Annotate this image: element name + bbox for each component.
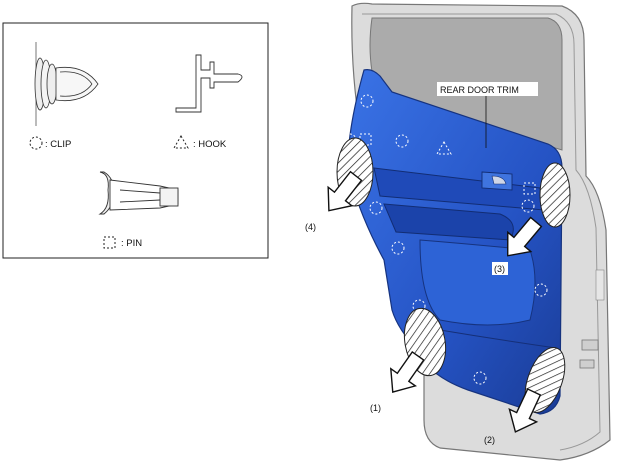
pull-arrow-2-icon [508, 388, 542, 433]
door-latch [581, 339, 599, 351]
clip-illustration [34, 42, 99, 126]
door-frame-inner-edge [362, 13, 601, 451]
pin-marker [523, 182, 536, 195]
pull-arrow-3-icon [507, 216, 543, 257]
callout-label-background [437, 82, 538, 96]
pin-symbol-icon [103, 236, 116, 249]
clip-marker [521, 199, 535, 213]
pin-illustration [98, 171, 179, 215]
clip-legend-label: : CLIP [45, 139, 71, 150]
trim-lower-crease [439, 329, 557, 349]
clip-marker [391, 241, 405, 255]
callout-rear-door-trim: REAR DOOR TRIM [437, 82, 538, 148]
step-3-label: (3) [494, 264, 505, 274]
grip-area-3 [539, 162, 571, 228]
legend-frame [2, 22, 269, 259]
door-handle-icon [491, 175, 507, 185]
step-2-label: (2) [484, 435, 495, 445]
step-3-label-background [492, 262, 508, 275]
rear-door-assembly [343, 2, 611, 461]
legend-panel: : CLIP : HOOK : PIN [2, 22, 269, 259]
hook-symbol-icon [173, 135, 189, 149]
rear-door-trim-label: REAR DOOR TRIM [440, 85, 519, 95]
pin-legend-label: : PIN [121, 238, 142, 249]
clip-marker [473, 371, 487, 385]
clip-marker [360, 94, 374, 108]
hook-legend-label: : HOOK [193, 139, 227, 150]
pin-marker [359, 133, 372, 146]
hook-illustration [175, 54, 243, 113]
step-1-label: (1) [370, 403, 381, 413]
hook-marker [436, 141, 452, 155]
pull-arrow-1-icon [389, 351, 425, 393]
clip-marker [395, 134, 409, 148]
trim-door-pocket [419, 239, 536, 326]
clip-marker [534, 283, 548, 297]
step-4-label: (4) [305, 222, 316, 232]
clip-marker [369, 201, 383, 215]
pull-arrow-4-icon [327, 170, 363, 212]
door-check-strap [595, 269, 605, 301]
pull-direction-arrows [327, 170, 543, 433]
clip-symbol-icon [29, 136, 43, 150]
door-latch-lower [579, 359, 595, 369]
